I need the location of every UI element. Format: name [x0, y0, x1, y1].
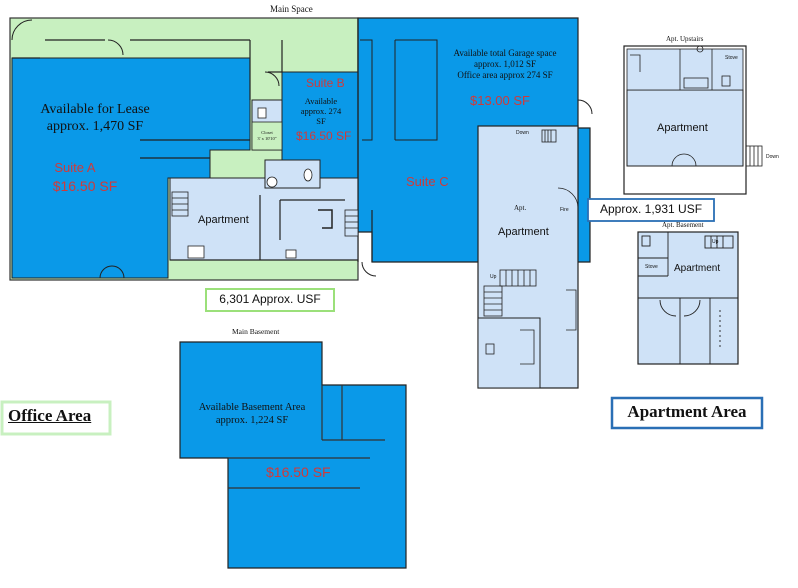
apartment-area-box: [610, 396, 764, 430]
suite-a-area-text: approx. 1,470 SF: [46, 119, 144, 134]
usf-apartment-box: [587, 198, 715, 222]
suite-c-name: Suite C: [406, 174, 449, 189]
apartment-area-label: Apartment Area: [627, 402, 747, 421]
basement-line1: Available Basement Area: [198, 402, 306, 413]
stove-basement-label: Stove: [645, 264, 658, 270]
apt-basement-title: Apt. Basement: [662, 221, 704, 229]
garage-price: $13.00 SF: [470, 93, 530, 108]
usf-main-box: [205, 288, 335, 312]
apt-small-label: Apt.: [514, 204, 527, 212]
suite-a-name: Suite A: [54, 160, 96, 175]
main-apartment-label: Apartment: [198, 214, 249, 226]
suite-b-price: $16.50 SF: [296, 129, 352, 143]
garage-line3: Office area approx 274 SF: [457, 70, 553, 80]
garage-line2: approx. 1,012 SF: [473, 59, 536, 69]
apartment-upstairs-label: Apartment: [657, 122, 708, 134]
suite-b-name: Suite B: [306, 76, 345, 90]
up-basement-label: Up: [712, 239, 719, 245]
suite-b-available: Available: [304, 96, 338, 106]
closet-size: 3' x 10'10": [257, 136, 277, 141]
suite-a-available-text: Available for Lease: [40, 102, 150, 117]
office-area-label: Office Area: [8, 406, 92, 425]
garage-line1: Available total Garage space: [453, 48, 557, 58]
office-area-box: [0, 400, 112, 436]
basement-line2: approx. 1,224 SF: [215, 415, 289, 426]
down-stair-label: Down: [516, 130, 529, 136]
usf-apartment-text: Approx. 1,931 USF: [599, 202, 703, 216]
main-basement-title: Main Basement: [232, 327, 280, 336]
apartment-basement-label: Apartment: [674, 263, 721, 274]
suite-a-price: $16.50 SF: [52, 178, 118, 194]
basement-price: $16.50 SF: [266, 464, 331, 480]
main-space-title: Main Space: [270, 4, 313, 14]
usf-main-text: 6,301 Approx. USF: [219, 292, 321, 306]
closet-label: Closet: [261, 130, 273, 135]
suite-b-area: approx. 274: [300, 106, 342, 116]
apt-upstairs-title: Apt. Upstairs: [666, 35, 704, 43]
suite-b-sf: SF: [316, 116, 326, 126]
fire-label: Fire: [560, 207, 569, 213]
stove-upstairs-label: Stove: [725, 55, 738, 61]
up-stair-label: Up: [490, 274, 497, 280]
down-upstairs-label: Down: [766, 154, 779, 160]
main-basement-area: [179, 341, 407, 569]
suite-c-apartment-label: Apartment: [498, 226, 549, 238]
closet-block: [251, 121, 283, 151]
